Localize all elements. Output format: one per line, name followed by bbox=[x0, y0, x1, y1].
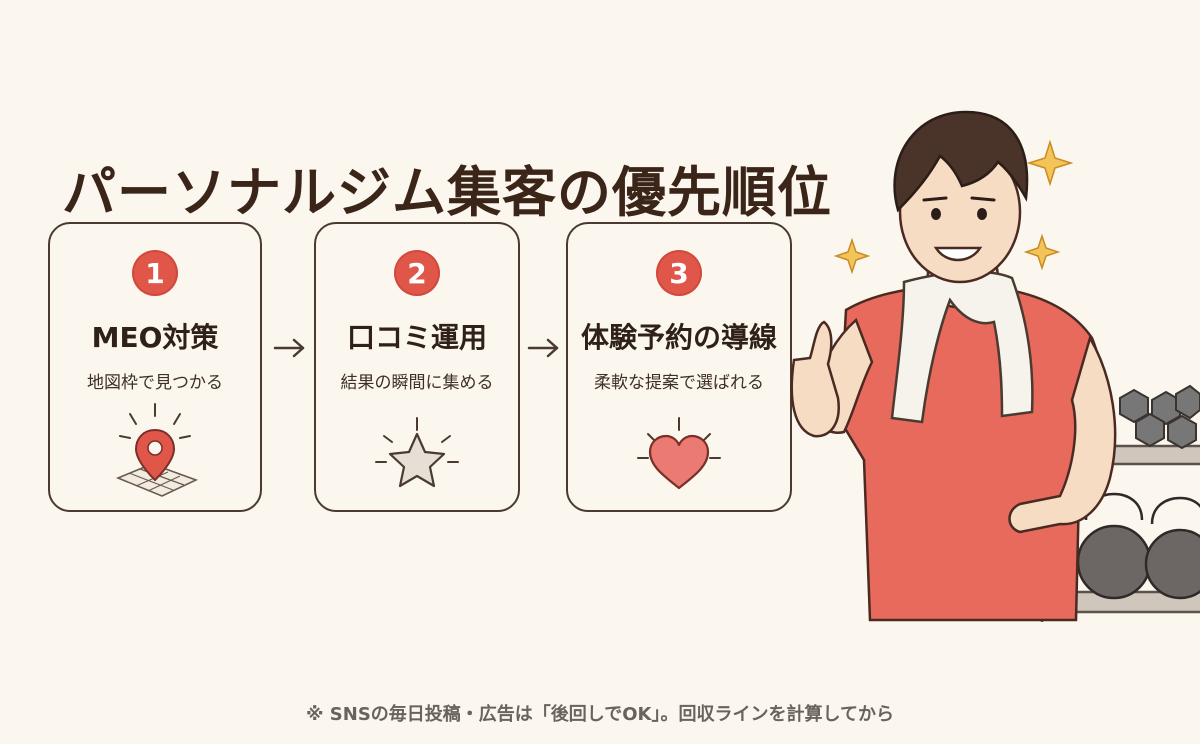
star-icon bbox=[375, 417, 459, 488]
arrow-right-icon bbox=[526, 336, 562, 364]
card-title: 口コミ運用 bbox=[346, 321, 487, 354]
card-subtitle: 結果の瞬間に集める bbox=[340, 373, 494, 393]
card-number-badge: 1 bbox=[132, 250, 178, 296]
map-pin-icon bbox=[115, 403, 199, 497]
card-trial-booking: 3 体験予約の導線 柔軟な提案で選ばれる bbox=[566, 222, 792, 512]
card-meo: 1 MEO対策 地図枠で見つかる bbox=[48, 222, 262, 512]
card-number-badge: 3 bbox=[656, 250, 702, 296]
card-subtitle: 柔軟な提案で選ばれる bbox=[594, 373, 764, 393]
heart-icon bbox=[637, 417, 721, 490]
footer-note: ※ SNSの毎日投稿・広告は「後回しでOK」。回収ラインを計算してから bbox=[306, 704, 894, 725]
sparkle-icon bbox=[833, 139, 1074, 275]
card-reviews: 2 口コミ運用 結果の瞬間に集める bbox=[314, 222, 520, 512]
page-title: パーソナルジム集客の優先順位 bbox=[62, 161, 832, 225]
trainer-illustration bbox=[790, 110, 1200, 622]
card-subtitle: 地図枠で見つかる bbox=[87, 373, 223, 393]
card-number-badge: 2 bbox=[394, 250, 440, 296]
card-title: MEO対策 bbox=[91, 321, 219, 354]
arrow-right-icon bbox=[272, 336, 308, 364]
card-title: 体験予約の導線 bbox=[580, 321, 777, 354]
